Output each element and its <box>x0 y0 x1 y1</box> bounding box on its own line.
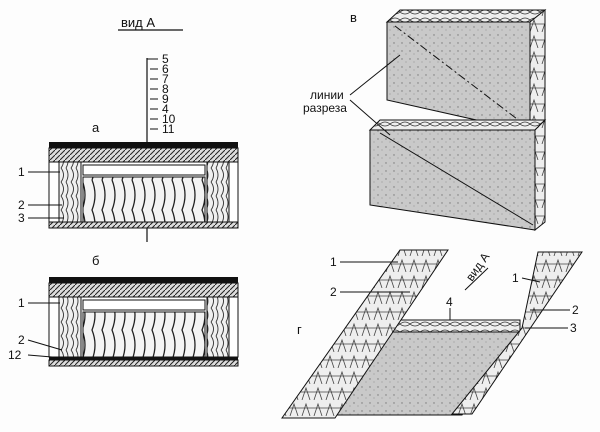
layer-number: 10 <box>162 112 176 126</box>
upper-block-side <box>529 8 546 134</box>
callout-1: 1 <box>18 296 25 310</box>
layer-ticks <box>147 58 158 130</box>
lower-block-face <box>369 129 536 231</box>
air-gap <box>82 299 206 311</box>
callout-4: 4 <box>446 295 453 309</box>
layer-number: 5 <box>162 52 169 66</box>
sheathing-layer <box>48 147 239 163</box>
callout-12: 12 <box>8 348 22 362</box>
upper-block-face <box>386 21 531 133</box>
panel-v-cut-blocks: в линии разреза <box>303 8 547 232</box>
callout-2: 2 <box>18 333 25 347</box>
panel-v-letter: в <box>350 10 357 25</box>
left-rib <box>58 161 82 223</box>
layer-number: 8 <box>162 82 169 96</box>
roof-covering <box>49 277 238 283</box>
cut-lines-label-2: разреза <box>303 101 347 115</box>
layer-number: 7 <box>162 72 169 86</box>
air-gap <box>82 164 206 176</box>
film-layer <box>49 357 238 360</box>
cut-line <box>394 25 526 126</box>
panel-g-assembly: г 1 2 4 вид А 1 2 3 <box>281 249 583 419</box>
layer-number: 4 <box>162 102 169 116</box>
bottom-lining <box>48 359 239 367</box>
callout-1: 1 <box>18 165 25 179</box>
upper-block-top <box>385 9 547 23</box>
view-a-label: вид А <box>121 15 155 30</box>
callout-3-right: 3 <box>570 321 577 335</box>
insulation <box>82 176 206 223</box>
right-rib <box>450 251 583 415</box>
layer-number: 6 <box>162 62 169 76</box>
bottom-lining <box>48 221 239 229</box>
layer-number: 9 <box>162 92 169 106</box>
callout-3: 3 <box>18 211 25 225</box>
callout-2-left: 2 <box>330 285 337 299</box>
callout-1-right: 1 <box>512 271 519 285</box>
left-rib <box>58 296 82 358</box>
panel-a-letter: а <box>92 120 100 135</box>
roof-covering <box>49 142 238 148</box>
panel-g-letter: г <box>297 322 302 337</box>
panel-b-section: б 1 2 12 <box>8 253 239 367</box>
layer-number: 11 <box>162 122 175 136</box>
panel-b-letter: б <box>92 253 99 268</box>
sheathing-layer <box>48 282 239 298</box>
panel-a-section: 5 6 7 8 9 4 10 11 а 1 2 3 <box>18 52 239 242</box>
view-a-label-g: вид А <box>463 250 492 284</box>
lower-block-top <box>368 119 547 131</box>
cut-edge <box>379 132 534 226</box>
cut-lines-label-1: линии <box>310 88 344 102</box>
insulation <box>82 311 206 358</box>
view-arrow <box>464 267 489 291</box>
callout-2-right: 2 <box>572 303 579 317</box>
lower-block-side <box>534 118 546 232</box>
callout-1-left: 1 <box>330 255 337 269</box>
callout-2: 2 <box>18 198 25 212</box>
right-rib <box>206 296 230 358</box>
right-rib <box>206 161 230 223</box>
